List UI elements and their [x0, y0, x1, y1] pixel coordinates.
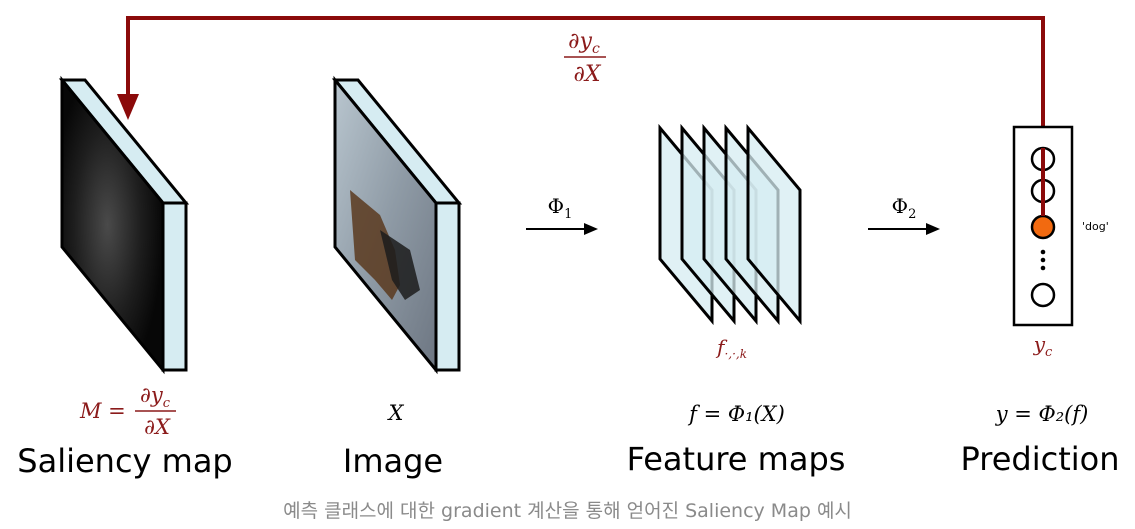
feature-maps-stack	[658, 123, 802, 326]
saliency-map-image	[60, 75, 165, 375]
svg-text:∂X: ∂X	[573, 62, 601, 87]
ellipsis-dot	[1040, 249, 1046, 255]
svg-text:∂X: ∂X	[144, 415, 171, 439]
phi1-arrow: Φ1	[526, 194, 598, 235]
figure-caption: 예측 클래스에 대한 gradient 계산을 통해 얻어진 Saliency …	[283, 500, 852, 522]
ellipsis-dot	[1040, 257, 1046, 263]
svg-text:∂yc: ∂yc	[140, 383, 171, 411]
output-label-yc: yc	[1033, 332, 1053, 360]
selected-neuron-dog	[1030, 214, 1056, 240]
gradient-arrowhead	[117, 94, 139, 120]
feature-map-plane	[746, 123, 802, 326]
image-symbol: X	[387, 401, 405, 425]
dog-shape	[350, 190, 400, 300]
saliency-map-slab	[58, 75, 190, 375]
svg-text:M =: M =	[79, 399, 126, 423]
dog-shape-dark	[380, 230, 420, 300]
prediction-formula: y = Φ₂(f)	[995, 402, 1089, 426]
gradient-formula: ∂yc ∂X	[564, 29, 606, 87]
image-title: Image	[343, 442, 443, 480]
svg-text:Φ1: Φ1	[548, 194, 573, 222]
class-label-dog: 'dog'	[1082, 220, 1109, 233]
ellipsis-dot	[1040, 265, 1046, 271]
feature-layer-label: f·,·,k	[715, 335, 747, 361]
feature-formula: f = Φ₁(X)	[687, 402, 785, 426]
phi2-arrow: Φ2	[868, 194, 940, 235]
output-neuron	[1030, 282, 1056, 308]
saliency-map-title: Saliency map	[17, 442, 232, 480]
input-photo	[333, 75, 438, 375]
svg-text:∂yc: ∂yc	[568, 29, 600, 57]
saliency-formula: M = ∂yc ∂X	[79, 383, 176, 439]
prediction-title: Prediction	[961, 440, 1120, 478]
svg-text:Φ2: Φ2	[892, 194, 917, 222]
gradient-feedback-path	[117, 16, 1045, 148]
feature-maps-title: Feature maps	[627, 440, 846, 478]
input-image-slab	[331, 75, 463, 375]
prediction-output-box: 'dog'	[1012, 125, 1109, 327]
